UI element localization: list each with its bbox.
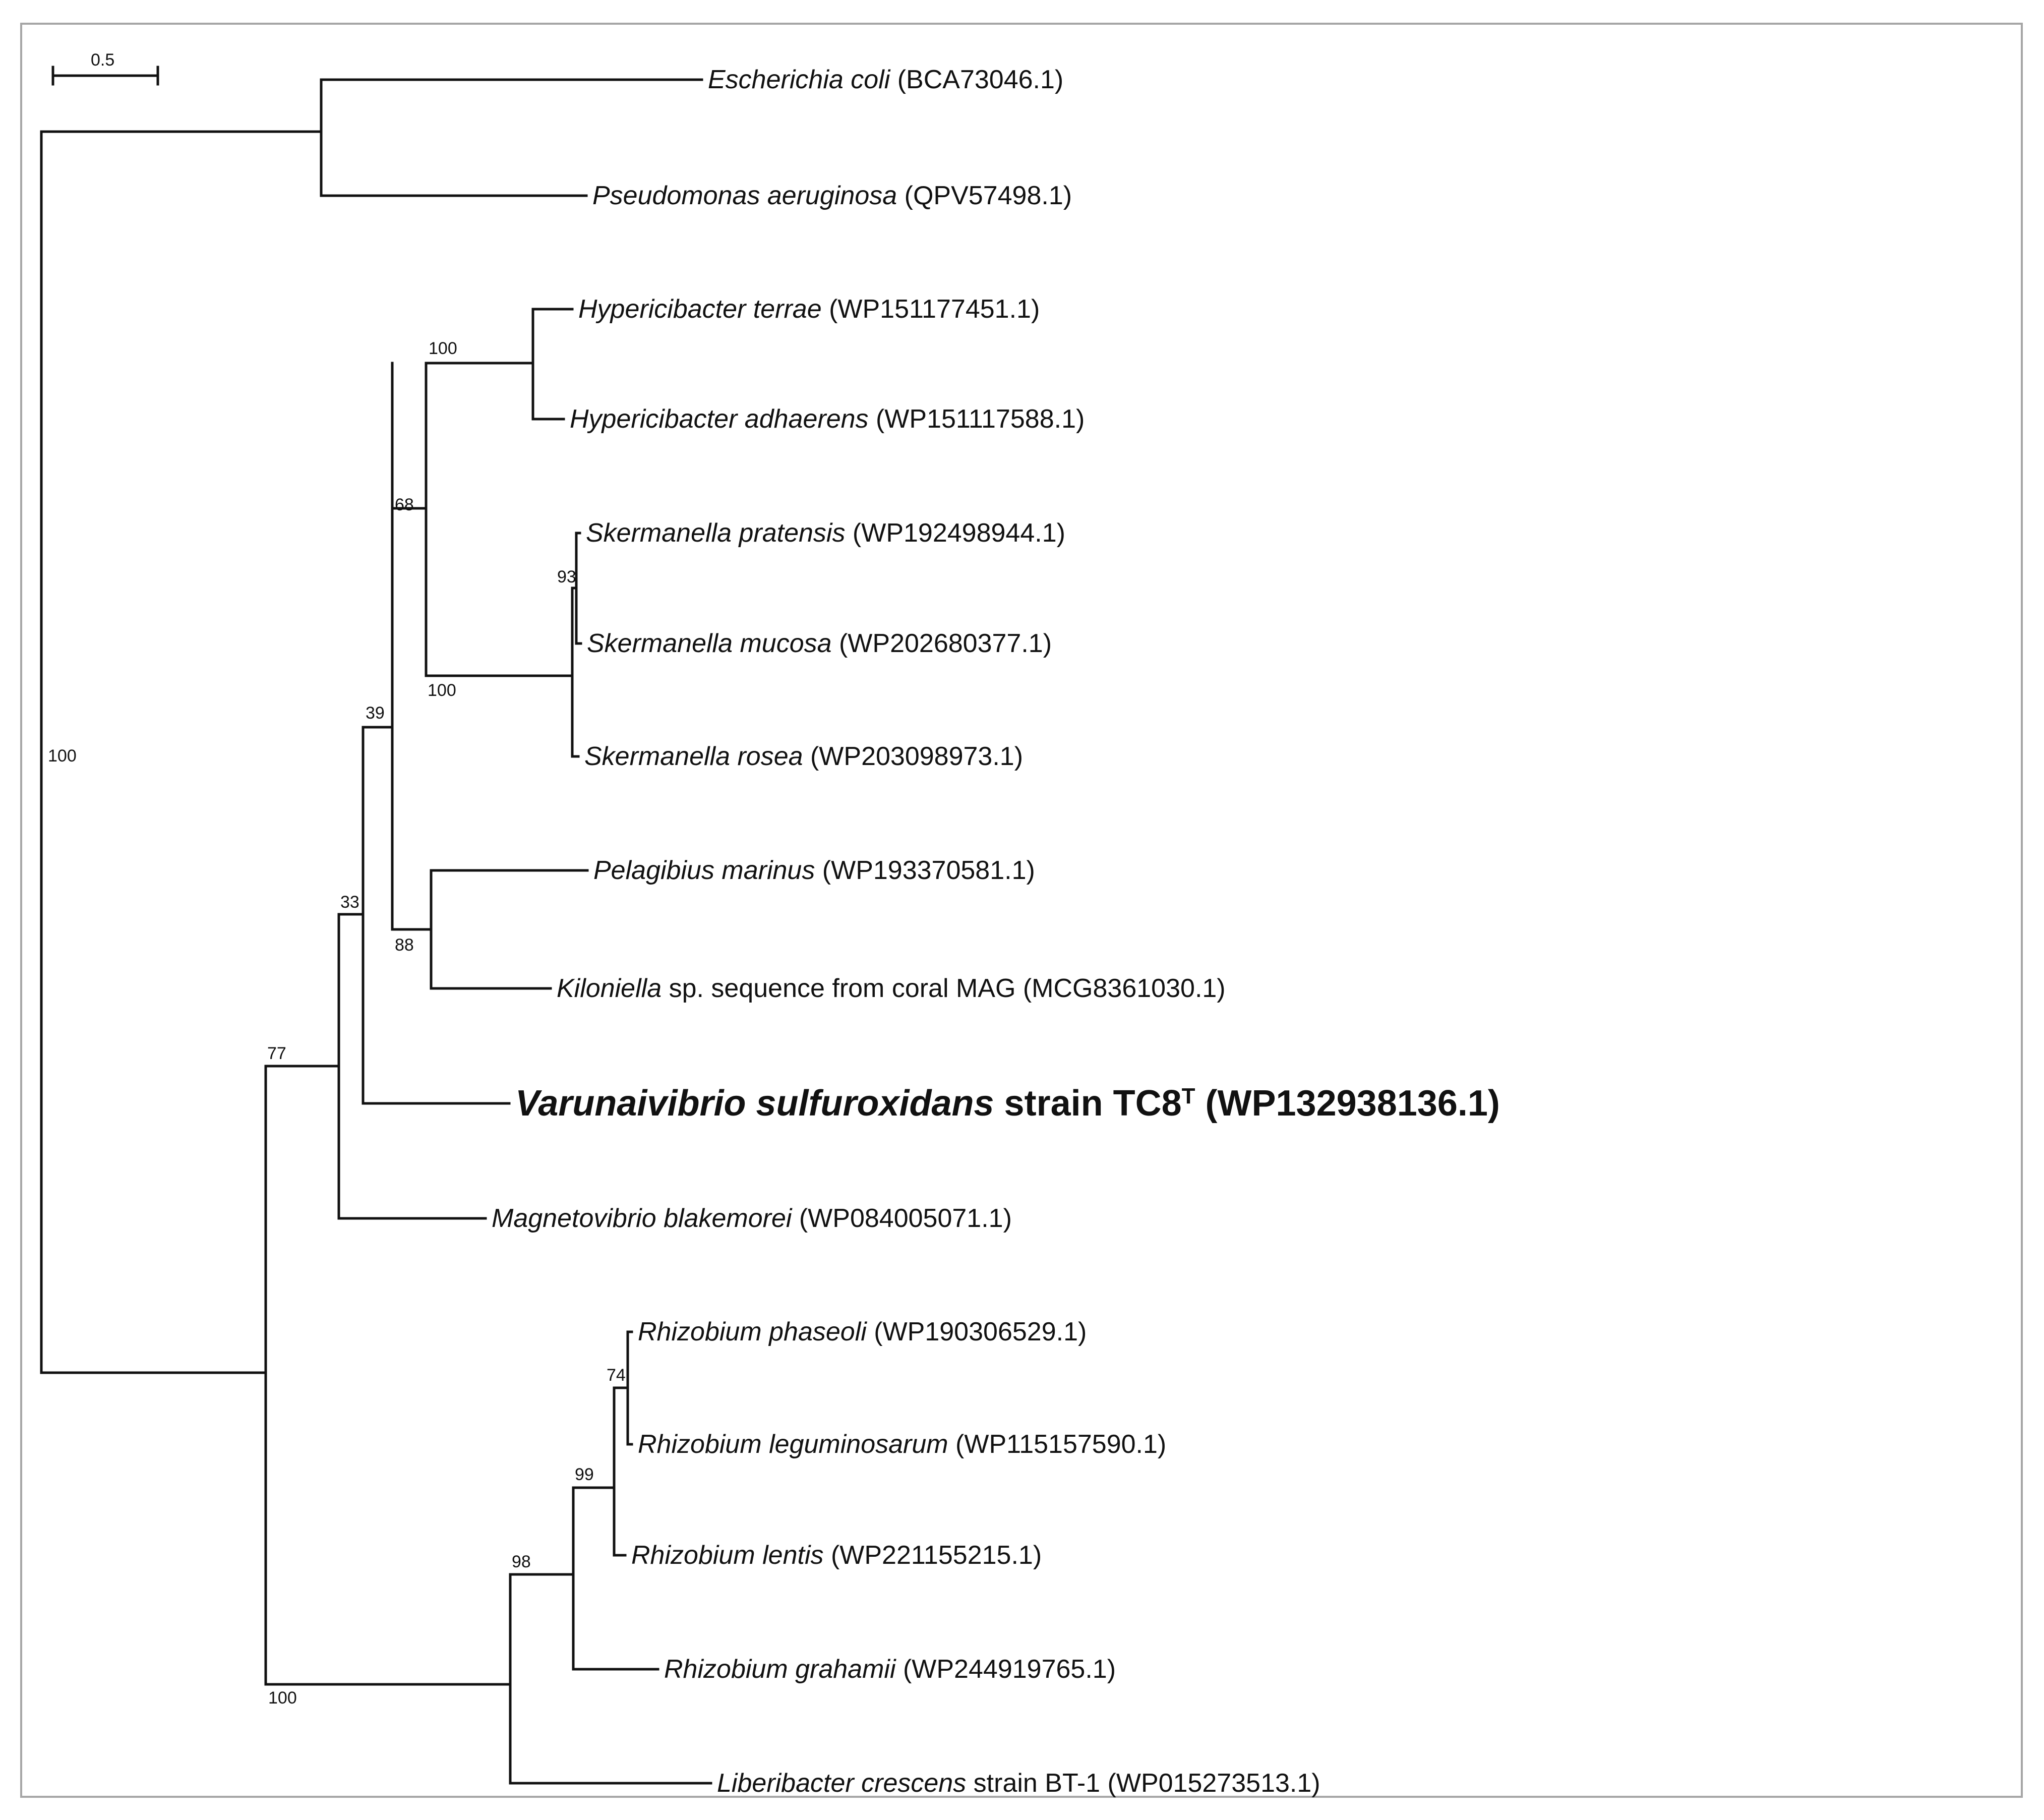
taxon-accession: strain BT-1 (WP015273513.1) (966, 1769, 1320, 1798)
taxon-name: Hypericibacter adhaerens (570, 404, 869, 434)
bootstrap-n68: 68 (395, 495, 414, 514)
taxon-label-rleg: Rhizobium leguminosarum (WP115157590.1) (638, 1430, 1166, 1459)
taxon-label-varu: Varunaivibrio sulfuroxidans strain TC8T … (515, 1083, 1500, 1124)
taxon-label-smuc: Skermanella mucosa (WP202680377.1) (587, 629, 1052, 658)
taxon-accession: (WP221155215.1) (824, 1541, 1042, 1570)
taxon-label-rpha: Rhizobium phaseoli (WP190306529.1) (638, 1317, 1087, 1346)
figure-frame (20, 23, 2023, 1798)
bootstrap-root: 100 (48, 746, 77, 766)
scale-bar-line (51, 66, 159, 86)
taxon-accession: (WP190306529.1) (867, 1317, 1087, 1346)
taxon-label-mblak: Magnetovibrio blakemorei (WP084005071.1) (492, 1204, 1012, 1233)
bootstrap-values: 100 100 68 93 100 39 88 33 77 74 99 98 100 (48, 339, 626, 1708)
taxon-label-ecoli: Escherichia coli (BCA73046.1) (708, 65, 1063, 94)
bootstrap-n39: 39 (366, 703, 385, 723)
type-strain-superscript: T (1182, 1084, 1195, 1108)
taxon-name: Skermanella pratensis (586, 518, 845, 548)
bootstrap-rhizo: 98 (512, 1552, 531, 1571)
tree-branches (40, 78, 712, 1785)
taxon-accession-tail: (WP132938136.1) (1195, 1083, 1500, 1124)
scale-bar-label: 0.5 (91, 50, 114, 70)
bootstrap-pel_kil: 88 (395, 935, 414, 955)
taxon-name: Escherichia coli (708, 65, 891, 94)
taxon-accession: (WP193370581.1) (815, 856, 1035, 885)
taxon-label-lcres: Liberibacter crescens strain BT-1 (WP015… (717, 1769, 1320, 1798)
taxon-label-rlen: Rhizobium lentis (WP221155215.1) (631, 1541, 1042, 1570)
bootstrap-rhizo_mid: 99 (575, 1465, 594, 1484)
taxon-accession: (WP244919765.1) (896, 1655, 1116, 1684)
taxon-label-hadh: Hypericibacter adhaerens (WP151117588.1) (570, 404, 1085, 434)
bootstrap-rhizo_inner: 74 (607, 1366, 626, 1385)
taxon-name: Rhizobium phaseoli (638, 1317, 867, 1346)
taxon-name: Pelagibius marinus (593, 856, 815, 885)
taxon-label-srose: Skermanella rosea (WP203098973.1) (584, 742, 1023, 771)
taxon-name: Varunaivibrio sulfuroxidans (515, 1083, 994, 1124)
taxon-name: Rhizobium grahamii (664, 1655, 896, 1684)
taxon-accession: (WP202680377.1) (832, 629, 1052, 658)
taxon-name: Hypericibacter terrae (578, 295, 822, 324)
bootstrap-hyper: 100 (429, 339, 457, 358)
taxon-accession: (WP192498944.1) (845, 518, 1065, 548)
taxon-name: Liberibacter crescens (717, 1769, 966, 1798)
taxon-accession: (WP203098973.1) (803, 742, 1024, 771)
taxon-accession: (WP115157590.1) (948, 1430, 1167, 1459)
taxon-accession: sp. sequence from coral MAG (MCG8361030.… (662, 974, 1225, 1003)
taxon-name: Magnetovibrio blakemorei (492, 1204, 793, 1233)
taxon-accession: (WP084005071.1) (792, 1204, 1012, 1233)
scale-bar: 0.5 (51, 50, 159, 86)
taxon-name: Skermanella rosea (584, 742, 803, 771)
taxon-name: Rhizobium lentis (631, 1541, 824, 1570)
bootstrap-skerm_inner: 93 (557, 567, 576, 586)
taxon-accession: strain TC8 (994, 1083, 1182, 1124)
taxon-label-sprat: Skermanella pratensis (WP192498944.1) (586, 518, 1065, 548)
taxon-name: Rhizobium leguminosarum (638, 1430, 948, 1459)
bootstrap-n33: 33 (340, 893, 359, 912)
taxon-accession: (BCA73046.1) (890, 65, 1063, 94)
bootstrap-n100b: 100 (268, 1688, 297, 1708)
bootstrap-n77: 77 (267, 1044, 286, 1063)
taxon-label-rgra: Rhizobium grahamii (WP244919765.1) (664, 1655, 1116, 1684)
taxon-accession: (QPV57498.1) (897, 181, 1072, 210)
taxon-labels: Escherichia coli (BCA73046.1) Pseudomonas… (492, 65, 1500, 1798)
taxon-name: Skermanella mucosa (587, 629, 832, 658)
taxon-label-kilo: Kiloniella sp. sequence from coral MAG (… (557, 974, 1226, 1003)
taxon-label-pmar: Pelagibius marinus (WP193370581.1) (593, 856, 1035, 885)
taxon-label-paer: Pseudomonas aeruginosa (QPV57498.1) (592, 181, 1072, 210)
taxon-name: Pseudomonas aeruginosa (592, 181, 897, 210)
taxon-accession: (WP151177451.1) (822, 295, 1040, 324)
taxon-name: Kiloniella (557, 974, 662, 1003)
bootstrap-skerm: 100 (428, 681, 456, 700)
taxon-label-hter: Hypericibacter terrae (WP151177451.1) (578, 295, 1040, 324)
taxon-accession: (WP151117588.1) (869, 404, 1085, 434)
